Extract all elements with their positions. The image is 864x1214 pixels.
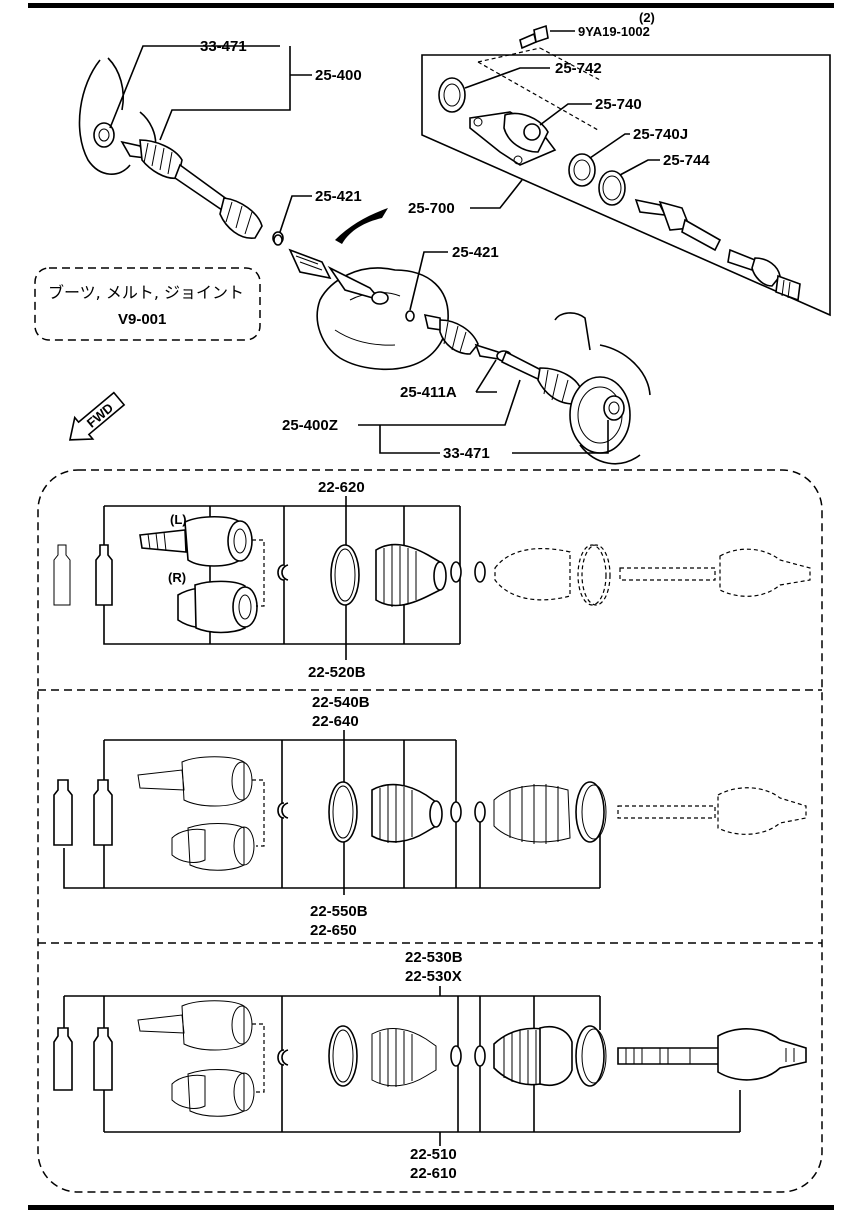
label-25-742: 25-742 [555, 60, 602, 77]
boot-icon [375, 543, 447, 607]
left-drive-shaft-icon [120, 139, 284, 245]
grease-tube-icon [53, 1027, 113, 1091]
note-box-code: V9-001 [118, 311, 166, 328]
circlip-icon [273, 234, 283, 246]
label-bolt-qty: (2) [639, 10, 655, 25]
band-icon [330, 544, 360, 606]
right-drive-shaft-icon [405, 310, 583, 405]
joint-housing-icon [177, 580, 258, 634]
variant-2-bottom-label-2: 22-650 [310, 922, 357, 939]
band-icon [474, 801, 486, 823]
band-icon [474, 1045, 486, 1067]
variant-1-top-label: 22-620 [318, 479, 365, 496]
label-25-421-b: 25-421 [452, 244, 499, 261]
top-rule [28, 3, 834, 8]
upper-assembly: FWD ブーツ, メルト, ジョイント V9-001 33-471 25-400… [34, 10, 831, 465]
label-25-700: 25-700 [408, 200, 455, 217]
drive-shaft-icon [617, 1028, 807, 1081]
intermediate-shaft-box [421, 47, 831, 317]
variant-3-top-label-1: 22-530B [405, 949, 463, 966]
kit-variants-panel: 22-620 (L) (R) 22-520B [37, 469, 823, 1193]
circlip-icon [277, 564, 289, 581]
variant-2-top-label-1: 22-540B [312, 694, 370, 711]
note-box: ブーツ, メルト, ジョイント V9-001 [34, 267, 261, 341]
label-25-740: 25-740 [595, 96, 642, 113]
label-25-421-a: 25-421 [315, 188, 362, 205]
circlip-icon [277, 802, 289, 819]
variant-3: 22-530B 22-530X 22-510 22-610 [53, 949, 807, 1182]
variant-2-bottom-label-1: 22-550B [310, 903, 368, 920]
label-25-740j: 25-740J [633, 126, 688, 143]
joint-right-tag: (R) [168, 570, 186, 585]
fwd-arrow-icon: FWD [68, 391, 126, 441]
variant-3-top-label-2: 22-530X [405, 968, 462, 985]
joint-housing-icon [171, 823, 255, 871]
band-icon [474, 561, 486, 583]
variant-3-bottom-label-2: 22-610 [410, 1165, 457, 1182]
bearing-bracket-icon [469, 111, 557, 166]
transaxle-icon [288, 248, 449, 371]
bottom-rule [28, 1205, 834, 1210]
label-25-744: 25-744 [663, 152, 710, 169]
band-icon [450, 561, 462, 583]
direction-arrow-icon [335, 208, 388, 244]
band-icon [575, 1025, 605, 1087]
intermediate-shaft-icon [634, 198, 801, 302]
note-box-title: ブーツ, メルト, ジョイント [48, 283, 244, 302]
joint-housing-icon [171, 1069, 255, 1117]
band-icon [450, 1045, 462, 1067]
boot-icon [371, 783, 443, 843]
boot-icon [493, 784, 571, 844]
left-hub-icon [78, 57, 157, 175]
boot-icon [493, 1026, 573, 1086]
bearing-icon [568, 153, 596, 187]
boot-icon [371, 1028, 437, 1087]
dust-ring-icon [598, 170, 626, 206]
label-25-400: 25-400 [315, 67, 362, 84]
right-hub-icon [554, 312, 651, 465]
grease-tube-icon [53, 779, 113, 846]
grease-tube-icon [53, 544, 113, 606]
band-icon [450, 801, 462, 823]
label-25-400z: 25-400Z [282, 417, 338, 434]
joint-left-tag: (L) [170, 512, 187, 527]
variant-2: 22-540B 22-640 22-550B 22-650 [53, 694, 807, 939]
bolt-icon [519, 24, 575, 50]
label-bolt-part: 9YA19-1002 [578, 24, 650, 39]
upper-leaders [109, 45, 660, 454]
joint-housing-icon [137, 756, 253, 807]
band-icon [328, 1025, 358, 1087]
band-icon [575, 781, 605, 843]
joint-housing-icon [137, 1000, 253, 1051]
variant-2-top-label-2: 22-640 [312, 713, 359, 730]
variant-1-bottom-label: 22-520B [308, 664, 366, 681]
label-33-471-top: 33-471 [200, 38, 247, 55]
joint-housing-icon [139, 515, 253, 567]
label-25-411a: 25-411A [400, 384, 457, 401]
circlip-icon [277, 1049, 289, 1066]
variant-1: 22-620 (L) (R) 22-520B [53, 479, 811, 681]
label-33-471-bottom: 33-471 [443, 445, 490, 462]
variant-3-bottom-label-1: 22-510 [410, 1146, 457, 1163]
band-icon [328, 781, 358, 843]
oil-seal-icon [438, 77, 466, 113]
